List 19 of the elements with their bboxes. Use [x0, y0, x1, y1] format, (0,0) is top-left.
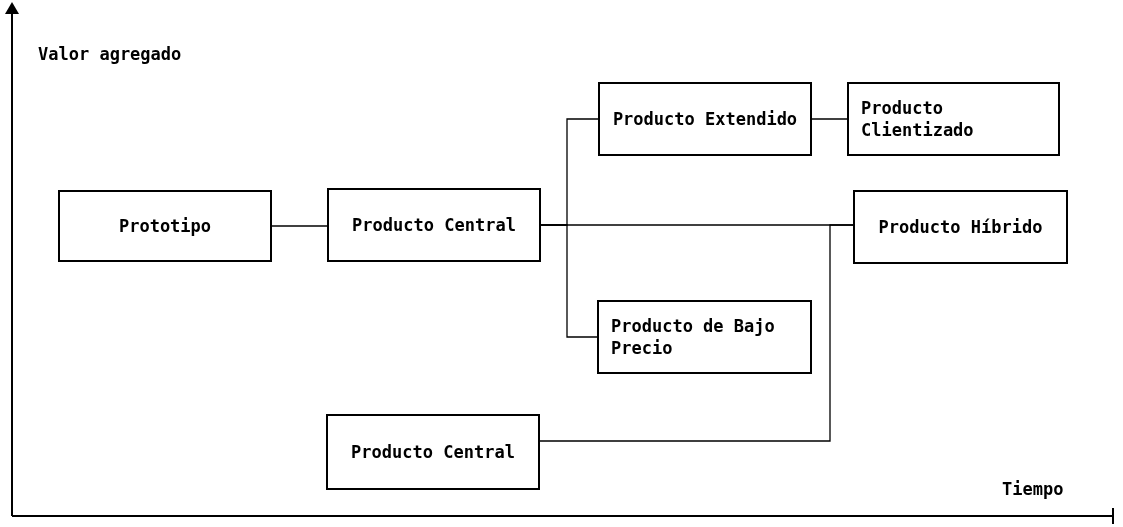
- box-label: Prototipo: [118, 215, 212, 237]
- axis-label: Tiempo: [1002, 478, 1064, 501]
- process-box: [597, 300, 812, 374]
- box-label: Producto Híbrido: [878, 216, 1043, 238]
- connector-line: [811, 118, 848, 120]
- box-label: Producto Extendido: [612, 108, 798, 130]
- connector-line: [539, 224, 854, 442]
- box-label: Producto de Bajo Precio: [611, 315, 776, 359]
- box-label: Producto Clientizado: [861, 97, 975, 141]
- process-box: [327, 188, 541, 262]
- process-box: [598, 82, 812, 156]
- box-label: Producto Central: [352, 214, 516, 236]
- process-box: [58, 190, 272, 262]
- process-box: [853, 190, 1068, 264]
- box-label: Producto Central: [351, 441, 515, 463]
- process-box: [326, 414, 540, 490]
- connector-line: [271, 225, 328, 227]
- process-box: [847, 82, 1060, 156]
- axis-label: Valor agregado: [38, 43, 182, 66]
